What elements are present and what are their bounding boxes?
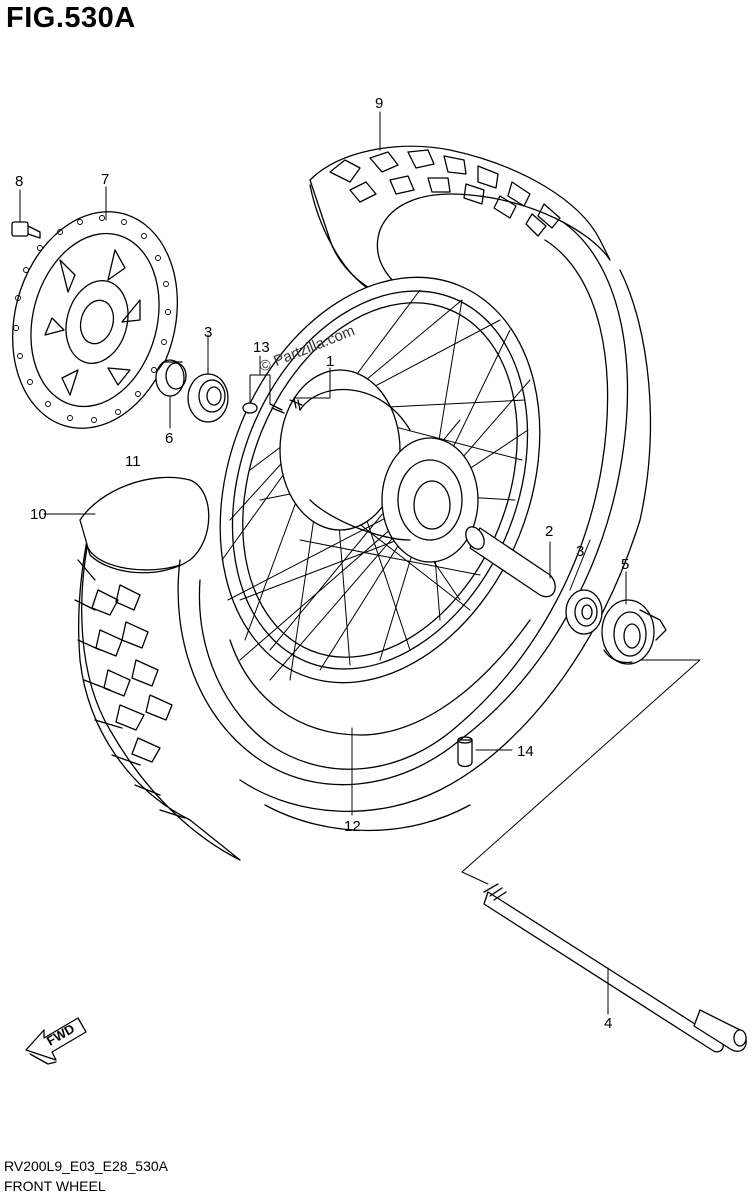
callout-9: 9 bbox=[375, 95, 383, 112]
fwd-arrow-icon: FWD bbox=[25, 1017, 87, 1065]
valve-cap bbox=[457, 736, 473, 768]
leader-lines bbox=[19, 111, 701, 1015]
front-axle bbox=[483, 883, 747, 1053]
callout-4: 4 bbox=[604, 1015, 612, 1032]
disc-bolt bbox=[11, 221, 41, 239]
speedo-gearbox bbox=[601, 599, 667, 665]
tire-section-top bbox=[309, 145, 611, 301]
hub bbox=[279, 369, 479, 563]
right-bearing bbox=[565, 589, 603, 635]
tire-section-left bbox=[74, 476, 241, 861]
diagram-name: FRONT WHEEL bbox=[4, 1178, 106, 1194]
callout-10: 10 bbox=[30, 506, 47, 523]
diagram-code: RV200L9_E03_E28_530A bbox=[4, 1158, 169, 1174]
brake-disc bbox=[11, 211, 179, 429]
callout-7: 7 bbox=[101, 171, 109, 188]
callout-5: 5 bbox=[621, 556, 629, 573]
callout-6: 6 bbox=[165, 430, 173, 447]
left-bearing bbox=[187, 373, 229, 423]
callout-11: 11 bbox=[125, 453, 141, 470]
left-spacer bbox=[155, 359, 187, 397]
callout-8: 8 bbox=[15, 173, 23, 190]
tire-outline bbox=[177, 219, 652, 832]
callout-12: 12 bbox=[344, 818, 361, 835]
callout-labels: 1 2 3 3 4 5 6 7 8 9 10 11 12 13 14 bbox=[15, 95, 629, 1032]
callout-14: 14 bbox=[517, 743, 534, 760]
callout-13: 13 bbox=[253, 339, 270, 356]
disc-holes bbox=[13, 215, 171, 423]
valve-parts bbox=[242, 397, 303, 414]
callout-2: 2 bbox=[545, 523, 553, 540]
callout-3-left: 3 bbox=[204, 324, 212, 341]
callout-1: 1 bbox=[326, 353, 334, 370]
figure-title: FIG.530A bbox=[6, 2, 136, 34]
callout-3-right: 3 bbox=[576, 543, 584, 560]
